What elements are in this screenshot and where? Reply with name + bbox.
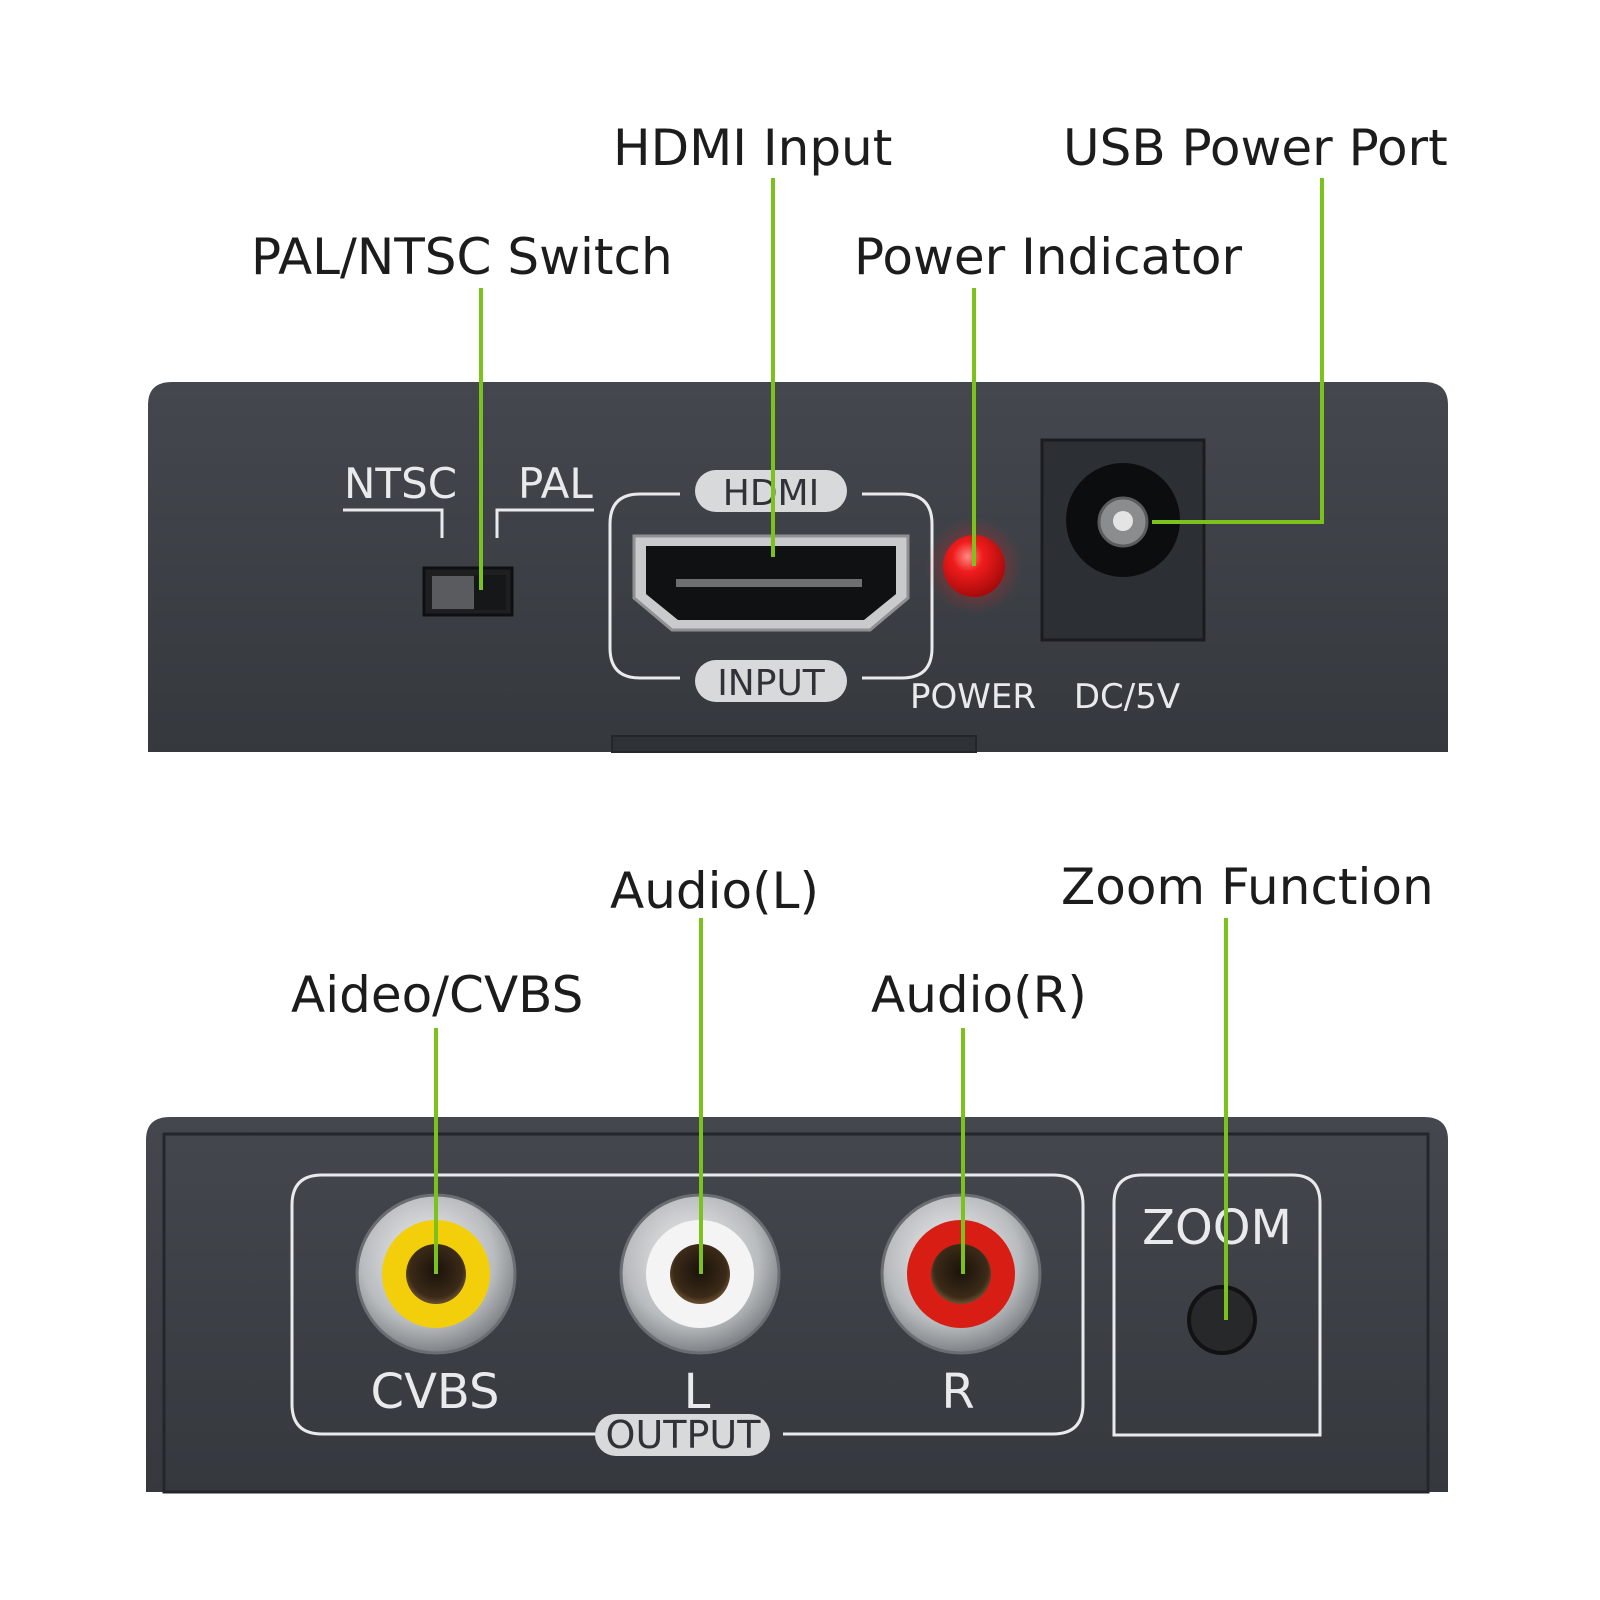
ntsc-label: NTSC [344,459,457,508]
callout-pal-ntsc-switch: PAL/NTSC Switch [251,228,673,286]
input-pill [695,660,847,702]
callout-hdmi-input: HDMI Input [613,119,892,177]
pal-bracket [495,508,594,538]
output-pill [595,1414,770,1456]
dc-jack-pin [1113,511,1133,531]
back-panel: OUTPUT CVBS L R ZOOM [146,1117,1448,1494]
front-panel: NTSC PAL HDMI INPUT POWER DC/5V [148,382,1448,753]
dc-power-jack[interactable] [1040,438,1206,642]
power-label: POWER [910,677,1036,717]
hdmi-port-contacts [676,579,862,587]
front-panel-slot [611,735,977,753]
cvbs-label: CVBS [371,1364,500,1420]
hdmi-frame-left [608,492,680,680]
front-leader-lines [479,178,1324,590]
zoom-button[interactable] [1187,1285,1257,1355]
l-label: L [684,1364,711,1420]
callout-video-cvbs: Aideo/CVBS [291,966,583,1024]
switch-slot [432,576,476,609]
callout-zoom-function: Zoom Function [1061,858,1434,916]
leader-usb-power [1152,178,1324,524]
output-frame [290,1173,1085,1436]
callout-audio-r: Audio(R) [871,966,1087,1024]
hdmi-port-group: HDMI INPUT [608,470,934,704]
r-label: R [941,1364,974,1420]
back-panel-inset [162,1132,1430,1494]
zoom-label: ZOOM [1142,1200,1292,1256]
callout-power-indicator: Power Indicator [854,228,1242,286]
back-leader-lines [434,918,1228,1320]
callout-audio-l: Audio(L) [610,862,819,920]
dc5v-label: DC/5V [1074,677,1180,717]
callout-usb-power-port: USB Power Port [1063,119,1448,177]
zoom-frame [1112,1173,1322,1437]
ntsc-bracket [343,508,444,538]
pal-label: PAL [518,459,593,508]
switch-knob[interactable] [474,575,506,610]
output-label: OUTPUT [606,1413,762,1457]
input-label: INPUT [717,663,826,704]
